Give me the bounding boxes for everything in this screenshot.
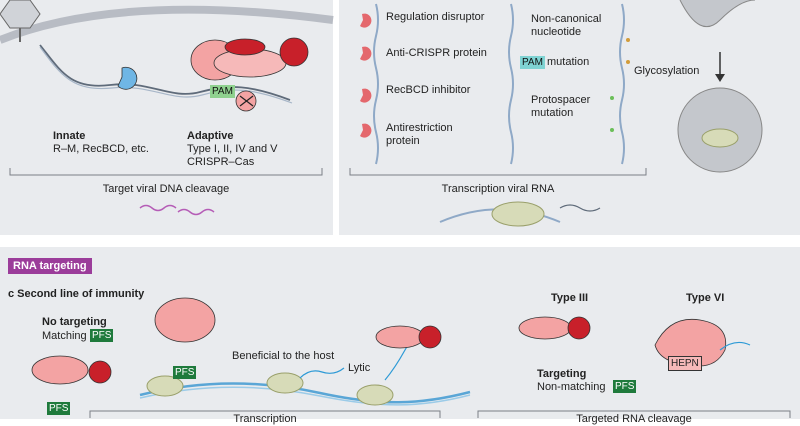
pam-tag: PAM — [210, 85, 235, 98]
viral-dna — [39, 44, 291, 101]
item-antirestriction-2: protein — [386, 135, 420, 147]
non-matching-label: Non-matching — [537, 381, 606, 393]
dna-strand-1 — [373, 3, 379, 165]
item-antirestriction: Antirestriction — [386, 122, 453, 134]
item-recbcd-inhibitor: RecBCD inhibitor — [386, 84, 471, 96]
cas-complex-c1 — [31, 355, 112, 385]
restriction-enzyme-icon — [117, 66, 138, 90]
panel-a-caption: Target viral DNA cleavage — [102, 183, 230, 195]
type-iii-label: Type III — [551, 292, 589, 304]
cas-complex-c3 — [375, 325, 442, 349]
bottom-right-caption: Targeted RNA cleavage — [576, 413, 692, 425]
item-regulation-disruptor: Regulation disruptor — [386, 11, 485, 23]
dna-fragment — [177, 208, 215, 216]
rna-targeting-tag: RNA targeting — [8, 258, 92, 274]
protospacer-line-1: Protospacer — [531, 94, 591, 106]
targeting-label: Targeting — [537, 368, 587, 380]
hepn-label: HEPN — [668, 356, 702, 371]
innate-title: Innate — [53, 130, 86, 142]
pfs-tag-mid: PFS — [173, 366, 197, 379]
no-targeting-label: No targeting — [42, 316, 107, 328]
cell-membrane — [0, 5, 334, 44]
cas-complex-c2 — [154, 297, 216, 343]
noncanonical-line-1: Non-canonical — [531, 13, 602, 25]
dna-strand-3 — [619, 3, 625, 165]
bottom-left-caption: Transcription — [233, 413, 297, 425]
innate-text: R–M, RecBCD, etc. — [53, 143, 149, 155]
bracket-c-right — [477, 410, 791, 418]
rna-polymerase — [491, 201, 545, 227]
adaptive-line-1: Type I, II, IV and V — [187, 143, 278, 155]
panel-c-title: c Second line of immunity — [8, 288, 145, 300]
panel-b-caption: Transcription viral RNA — [441, 183, 555, 195]
panel-a-background — [0, 0, 333, 235]
pfs-tag-matching: PFS — [90, 329, 114, 342]
cas-complex-type-iii — [518, 316, 591, 340]
protospacer-line-2: mutation — [531, 107, 574, 119]
pam-mutation-text: mutation — [547, 56, 590, 68]
bracket-a — [9, 168, 323, 176]
pfs-tag-left: PFS — [47, 402, 71, 415]
adaptive-line-2: CRISPR–Cas — [187, 156, 255, 168]
cell-budding — [679, 0, 756, 28]
pam-tag-b: PAM — [520, 56, 545, 69]
pfs-tag-non-matching: PFS — [613, 380, 637, 393]
cas-complex-a — [190, 37, 309, 81]
bracket-b — [349, 168, 647, 176]
glycosylation-label: Glycosylation — [634, 65, 700, 77]
dna-helix-c — [139, 382, 471, 404]
anti-defense-icons — [360, 13, 372, 138]
phage-icon — [0, 0, 41, 42]
matching-label: Matching — [42, 330, 87, 342]
lytic-label: Lytic — [348, 362, 371, 374]
dna-strand-2 — [508, 3, 514, 165]
adaptive-title: Adaptive — [187, 130, 234, 142]
item-anti-crispr-protein: Anti-CRISPR protein — [386, 47, 487, 59]
rna-polymerase-c — [146, 375, 184, 397]
bracket-c-left — [89, 410, 441, 418]
beneficial-label: Beneficial to the host — [232, 350, 335, 362]
type-vi-label: Type VI — [686, 292, 725, 304]
dna-fragment — [139, 204, 177, 212]
noncanonical-line-2: nucleotide — [531, 26, 582, 38]
